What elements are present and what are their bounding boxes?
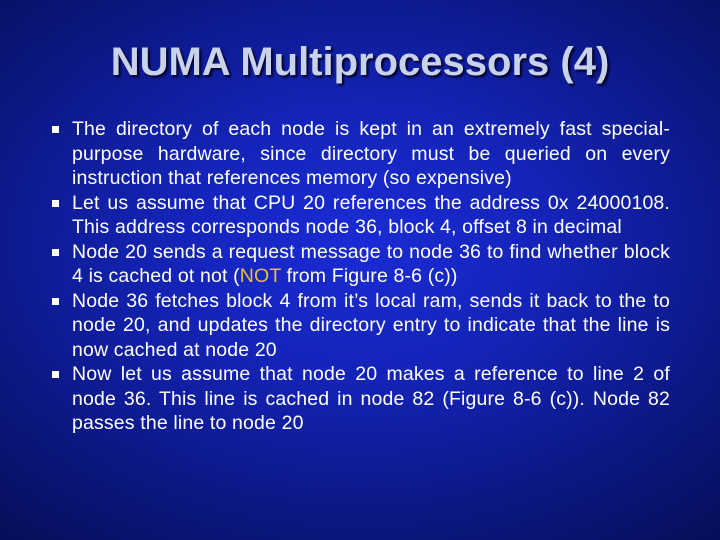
bullet-item: Now let us assume that node 20 makes a r… — [52, 362, 670, 436]
square-bullet-icon — [52, 297, 59, 305]
square-bullet-icon — [52, 126, 59, 133]
slide-title: NUMA Multiprocessors (4) — [110, 40, 610, 84]
square-bullet-icon — [52, 199, 59, 207]
bullet-text: Let us assume that CPU 20 references the… — [72, 191, 670, 239]
bullet-item: Node 20 sends a request message to node … — [52, 240, 670, 289]
bullet-list: The directory of each node is kept in an… — [52, 117, 670, 436]
bullet-text: Now let us assume that node 20 makes a r… — [72, 363, 670, 434]
bullet-text-before: Node 20 sends a request message to node … — [72, 240, 670, 288]
square-bullet-icon — [52, 371, 59, 378]
bullet-item: The directory of each node is kept in an… — [52, 117, 670, 191]
bullet-item: Let us assume that CPU 20 references the… — [52, 191, 670, 240]
square-bullet-icon — [52, 248, 59, 256]
bullet-text: Node 36 fetches block 4 from it’s local … — [72, 289, 670, 361]
bullet-text-after: from Figure 8-6 (c)) — [281, 265, 458, 287]
highlighted-word: NOT — [239, 265, 282, 287]
bullet-item: Node 36 fetches block 4 from it’s local … — [52, 289, 670, 363]
bullet-text: The directory of each node is kept in an… — [72, 118, 670, 189]
